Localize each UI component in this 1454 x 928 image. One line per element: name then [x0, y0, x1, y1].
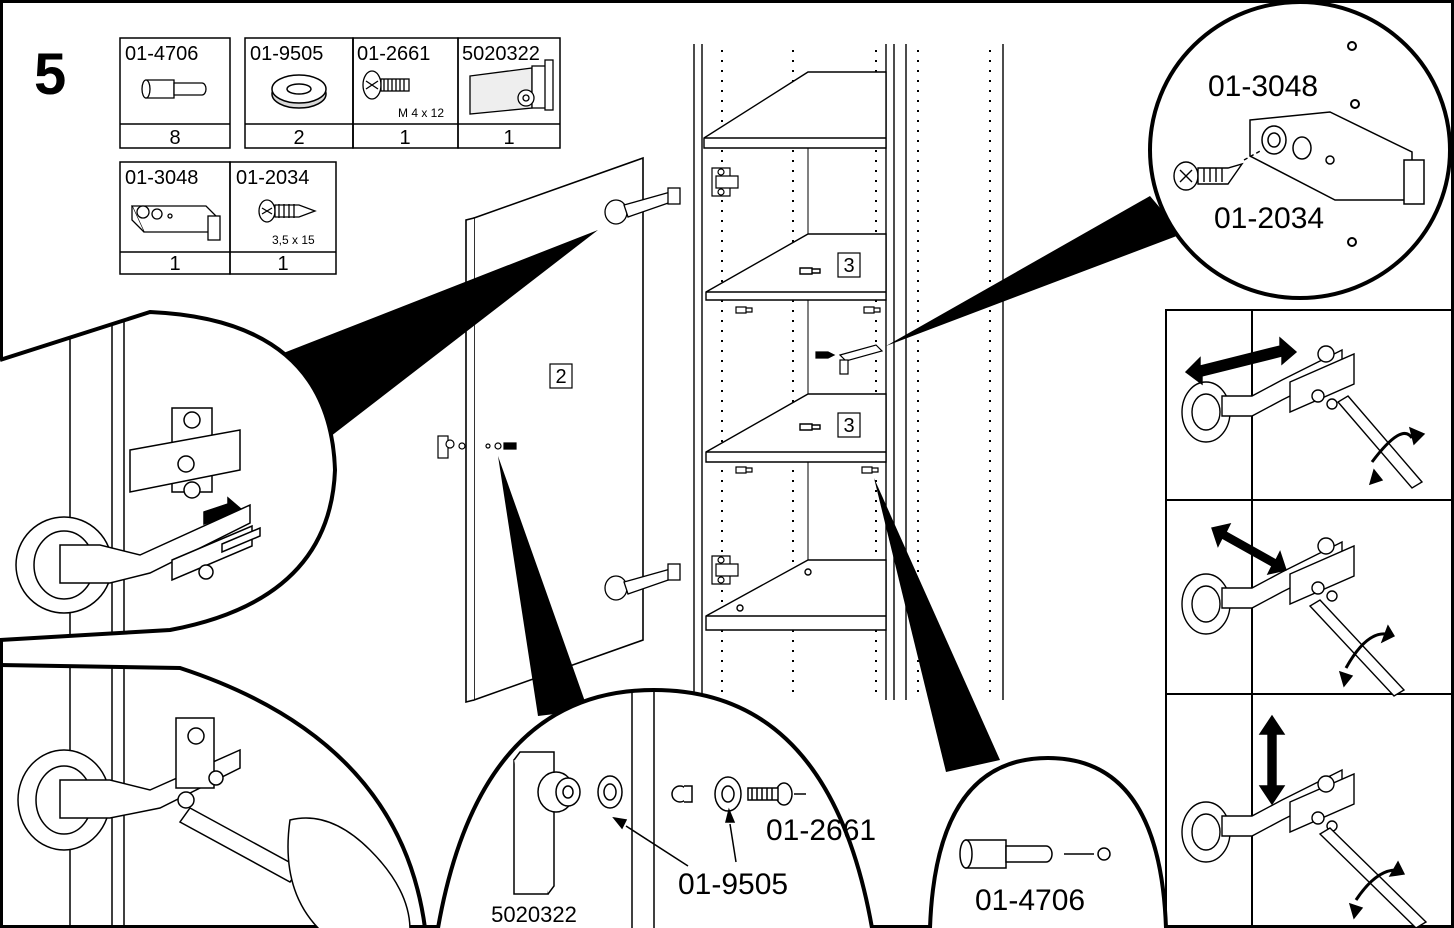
part-qty-catch-plate: 1	[169, 253, 180, 275]
part-code-washer: 01-9505	[250, 43, 323, 65]
dowel-large-icon	[959, 839, 1111, 869]
wooden-dowel-icon	[141, 79, 207, 99]
adjust-step-depth	[1181, 336, 1426, 489]
zoom-wedges	[240, 196, 1182, 772]
hinge-fitting-callout	[0, 309, 338, 642]
callout-machine-screw-code: 01-2661	[766, 814, 876, 847]
callout-plate-code: 01-3048	[1208, 70, 1318, 103]
wood-screw-large-icon	[1173, 149, 1263, 191]
shelf-lower-label: 3	[843, 415, 854, 437]
shelf-lower-tag	[837, 412, 861, 438]
callout-washer-code: 01-9505	[678, 868, 788, 901]
door-hinge-bottom	[604, 563, 681, 601]
adjust-step-height	[1181, 714, 1428, 928]
part-qty-dowel: 8	[169, 127, 180, 149]
door-tag	[549, 363, 573, 389]
hinge-screw-callout	[0, 663, 427, 928]
shelf-lower	[705, 393, 887, 463]
part-code-machine-screw: 01-2661	[357, 43, 430, 65]
door-label: 2	[555, 366, 566, 388]
door-magnet-catch	[437, 435, 517, 459]
shelf-dowels	[735, 306, 881, 474]
part-size-machine-screw: M 4 x 12	[398, 106, 444, 120]
shelf-upper	[705, 233, 887, 301]
cabinet-hinge-plate-bottom	[711, 555, 739, 585]
diagonal-double-arrow-icon	[1184, 336, 1298, 386]
machine-screw-icon	[362, 70, 410, 100]
catch-plate-icon	[130, 205, 221, 241]
magnet-catch-callout: 5020322 01-9505 01-2661	[436, 687, 876, 928]
shelf-bottom	[705, 559, 887, 631]
rotate-arrow-icon	[1370, 432, 1414, 463]
magnet-callout-arrows	[612, 807, 737, 867]
vertical-double-arrow-icon	[1258, 714, 1286, 806]
shelf-upper-tag	[837, 252, 861, 278]
shelf-upper-label: 3	[843, 255, 854, 277]
part-code-dowel: 01-4706	[125, 43, 198, 65]
door-hinge-top	[604, 187, 681, 225]
cabinet-hinge-plate-top	[711, 167, 739, 197]
callout-dowel-code: 01-4706	[975, 884, 1085, 917]
parts-table	[119, 37, 561, 275]
adjust-step-side	[1181, 522, 1406, 697]
dowel-callout: 01-4706	[928, 755, 1168, 928]
step-number: 5	[34, 42, 66, 107]
callout-catch-code: 5020322	[491, 902, 577, 927]
part-qty-magnetic-catch: 1	[503, 127, 514, 149]
rotate-arrow-icon	[1344, 632, 1387, 669]
catch-plate-on-cabinet	[815, 344, 884, 375]
catch-plate-callout: 01-3048 01-2034	[1148, 0, 1452, 300]
part-qty-wood-screw: 1	[277, 253, 288, 275]
part-code-catch-plate: 01-3048	[125, 167, 198, 189]
part-qty-machine-screw: 1	[399, 127, 410, 149]
callout-screw-code: 01-2034	[1214, 202, 1324, 235]
diagonal-double-arrow-icon	[1211, 522, 1287, 576]
part-size-wood-screw: 3,5 x 15	[272, 233, 315, 247]
part-qty-washer: 2	[293, 127, 304, 149]
part-code-wood-screw: 01-2034	[236, 167, 309, 189]
wood-screw-icon	[258, 199, 317, 223]
washer-icon	[271, 74, 327, 109]
magnetic-catch-icon	[469, 59, 554, 115]
shelf-top	[703, 71, 887, 149]
part-code-magnetic-catch: 5020322	[462, 43, 540, 65]
